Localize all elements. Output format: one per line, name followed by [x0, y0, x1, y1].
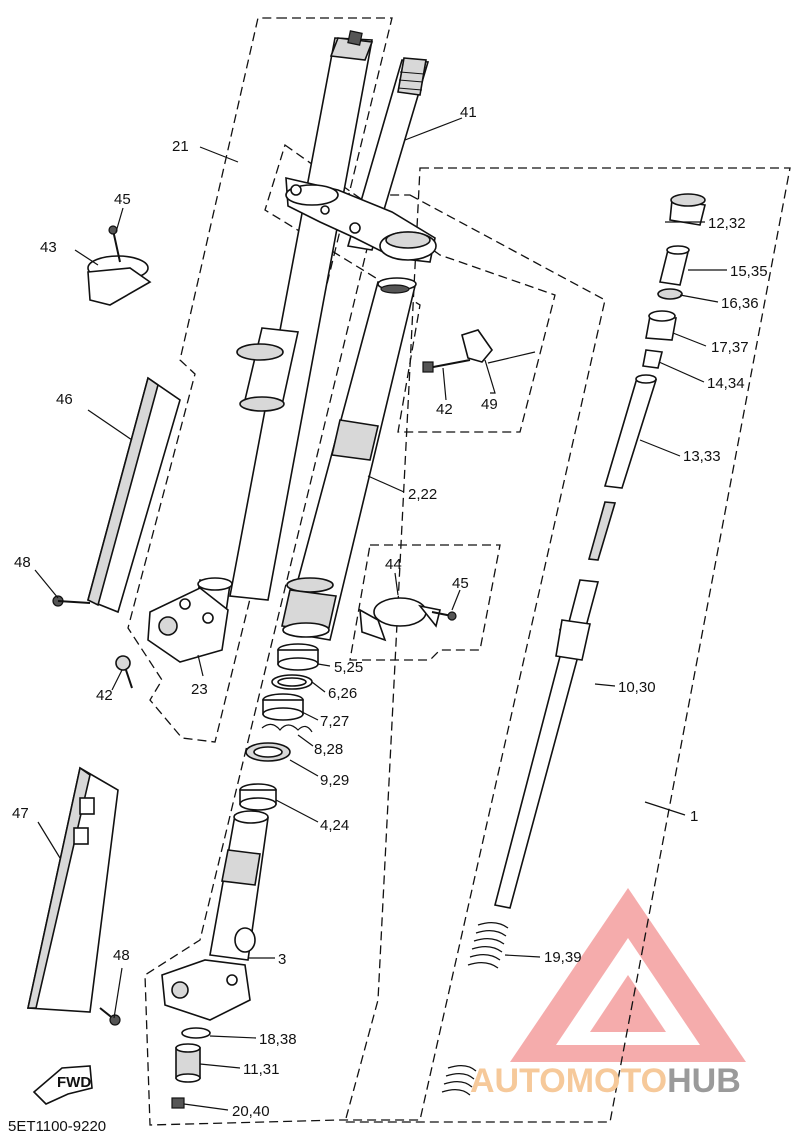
holder-43: [87, 225, 152, 306]
callout-49: 49: [481, 396, 498, 413]
outline-upper-bracket: [264, 143, 556, 433]
catalog-code: 5ET1100-9220: [8, 1118, 106, 1135]
callout-labels: 21 41 45 43 12,32 15,35 16,36 17,37 14,3…: [8, 104, 768, 1135]
callout-16-36: 16,36: [721, 295, 759, 312]
callout-20-40: 20,40: [232, 1103, 270, 1120]
under-bracket: [285, 176, 437, 263]
callout-44: 44: [385, 556, 402, 573]
callout-6-26: 6,26: [328, 685, 357, 702]
callout-41: 41: [460, 104, 477, 121]
callout-48-upper: 48: [14, 554, 31, 571]
callout-2-22: 2,22: [408, 486, 437, 503]
callout-5-25: 5,25: [334, 659, 363, 676]
seal-stack: [239, 643, 319, 811]
callout-1: 1: [690, 808, 698, 825]
watermark-text: AUTOMOTOHUB: [470, 1062, 741, 1100]
axle-bracket-23: [147, 587, 229, 663]
callout-4-24: 4,24: [320, 817, 349, 834]
callout-21: 21: [172, 138, 189, 155]
callout-17-37: 17,37: [711, 339, 749, 356]
callout-18-38: 18,38: [259, 1031, 297, 1048]
callout-42-lower: 42: [96, 687, 113, 704]
fork-guard-46: [87, 376, 181, 614]
outline-44: [349, 544, 501, 661]
callout-7-27: 7,27: [320, 713, 349, 730]
springs-19-39: [441, 922, 509, 1096]
bottom-parts: [171, 1027, 211, 1109]
callout-48-lower: 48: [113, 947, 130, 964]
callout-10-30: 10,30: [618, 679, 656, 696]
fork-guard-47: [27, 766, 119, 1013]
callout-19-39: 19,39: [544, 949, 582, 966]
callout-12-32: 12,32: [708, 215, 746, 232]
callout-13-33: 13,33: [683, 448, 721, 465]
callout-42-upper: 42: [436, 401, 453, 418]
callout-46: 46: [56, 391, 73, 408]
automotohub-watermark: [510, 888, 746, 1062]
damper-assembly: [494, 193, 706, 909]
inner-tube-2-22: [281, 277, 417, 641]
watermark-triangle-core: [590, 975, 666, 1032]
callout-14-34: 14,34: [707, 375, 745, 392]
callout-47: 47: [12, 805, 29, 822]
callout-8-28: 8,28: [314, 741, 343, 758]
callout-43: 43: [40, 239, 57, 256]
watermark-moto: MOTO: [566, 1062, 667, 1100]
assembly-outlines: [127, 17, 791, 1126]
watermark-auto: AUTO: [470, 1062, 566, 1100]
outline-assembly-1: [344, 167, 791, 1123]
bolts: [52, 595, 133, 1026]
callout-45-upper: 45: [114, 191, 131, 208]
callout-45-lower: 45: [452, 575, 469, 592]
callout-23: 23: [191, 681, 208, 698]
callout-11-31: 11,31: [243, 1061, 279, 1078]
leader-lines: [34, 117, 727, 1111]
callout-15-35: 15,35: [730, 263, 768, 280]
fwd-arrow: FWD: [32, 1065, 93, 1105]
watermark-hub: HUB: [667, 1062, 741, 1100]
lower-tube-3: [161, 810, 269, 1021]
guard-clamp-44: [359, 597, 457, 642]
bracket-49: [422, 329, 494, 373]
callout-9-29: 9,29: [320, 772, 349, 789]
outline-22: [144, 194, 606, 1126]
svg-text:AUTOMOTOHUB: AUTOMOTOHUB: [470, 1062, 741, 1100]
callout-3: 3: [278, 951, 286, 968]
fwd-label: FWD: [57, 1074, 91, 1091]
